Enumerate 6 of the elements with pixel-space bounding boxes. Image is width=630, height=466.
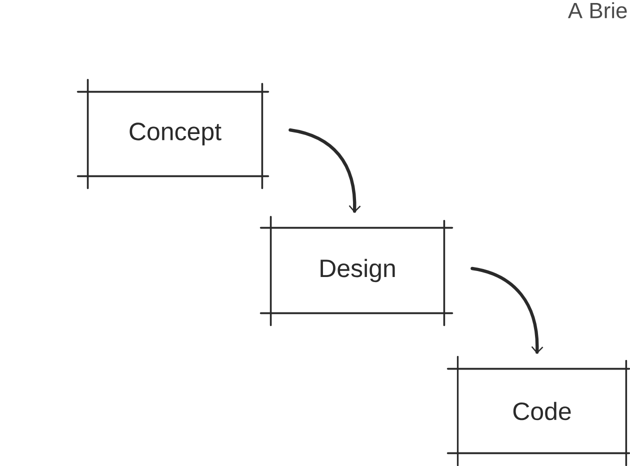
title: A Brie (568, 2, 627, 18)
process-box: Design (260, 216, 454, 326)
curved-arrow (470, 266, 544, 354)
curved-arrow (288, 128, 361, 213)
process-box: Concept (76, 78, 270, 190)
process-box: Code (446, 356, 630, 466)
